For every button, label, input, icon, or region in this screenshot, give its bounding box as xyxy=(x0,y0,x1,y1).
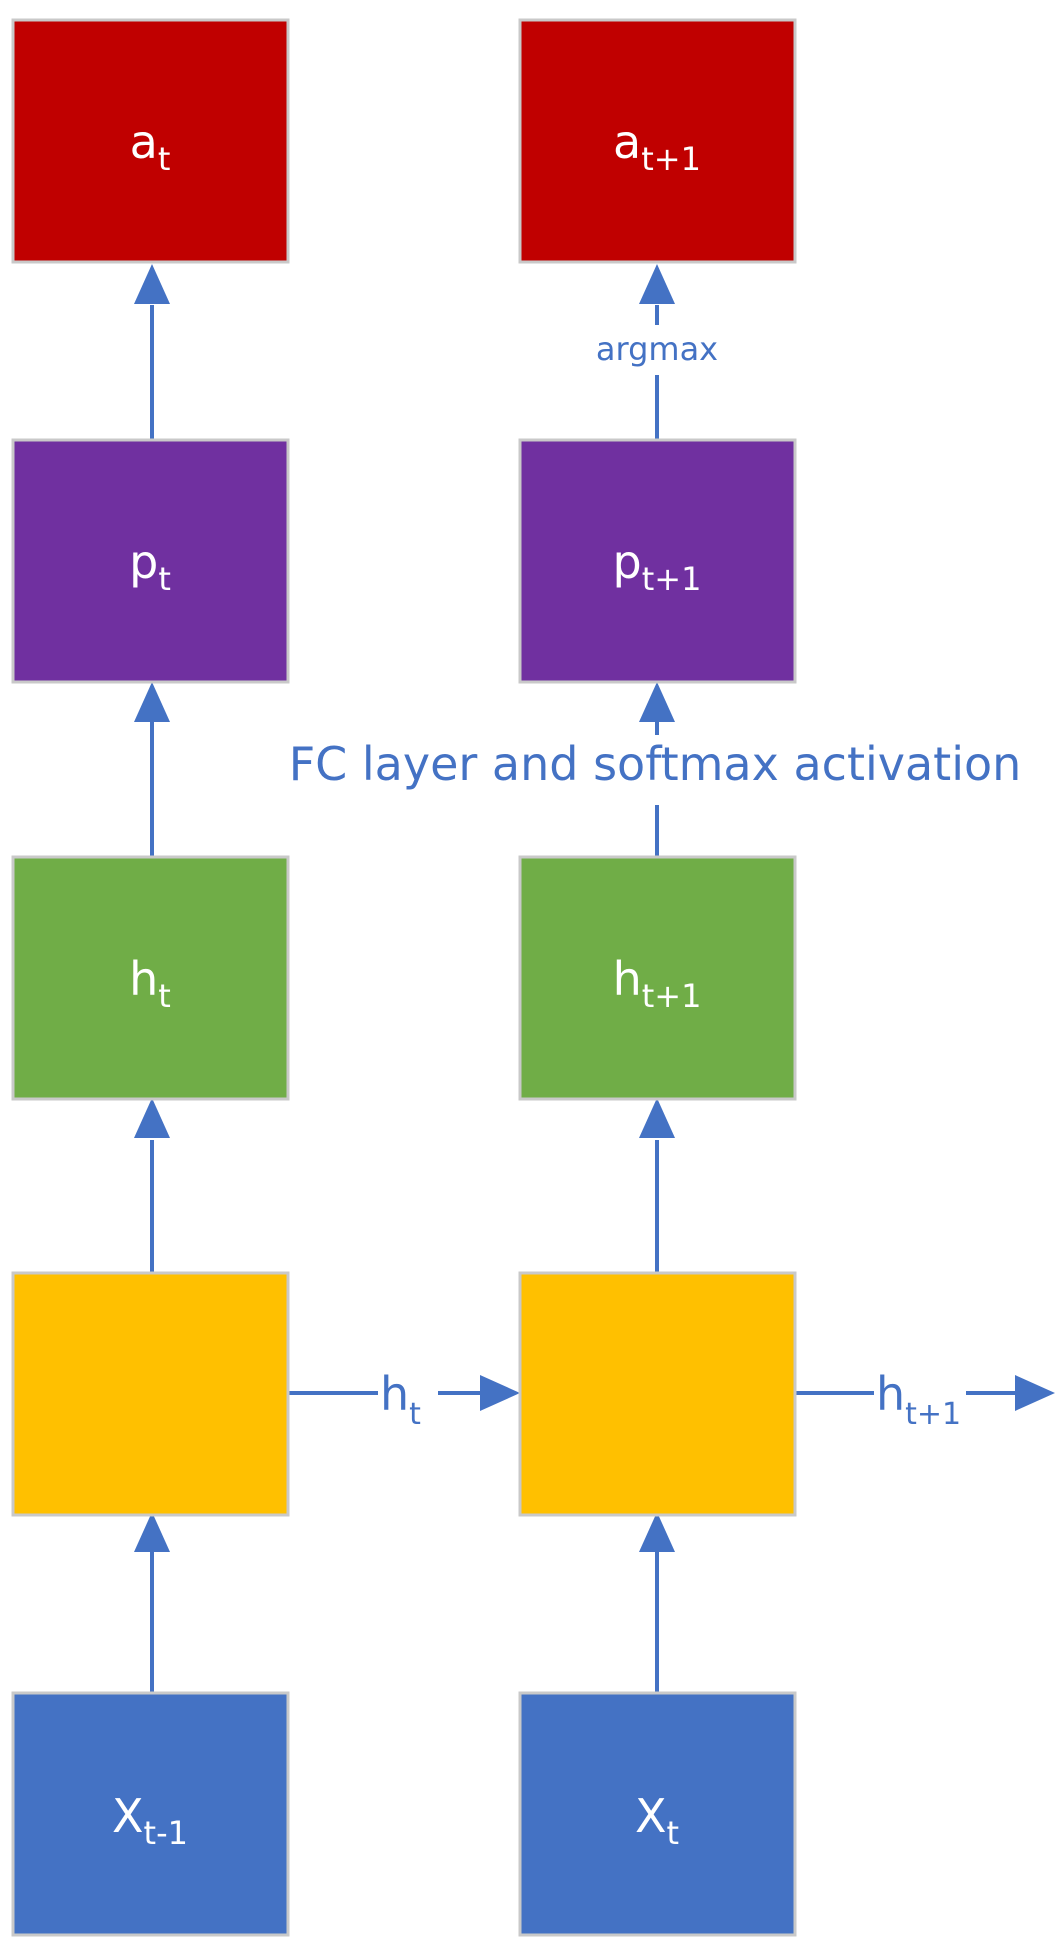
arrow-cell-to-hidden-left xyxy=(134,1098,170,1273)
argmax-label: argmax xyxy=(596,330,718,368)
node-a-t-plus-1: at+1 xyxy=(518,18,797,264)
node-cell-right xyxy=(518,1271,797,1517)
svg-text:at: at xyxy=(130,115,171,178)
node-x-t-minus-1: Xt-1 xyxy=(11,1691,290,1937)
svg-text:pt+1: pt+1 xyxy=(613,535,702,598)
svg-text:ht: ht xyxy=(129,952,171,1015)
node-cell-left xyxy=(11,1271,290,1517)
svg-text:Xt: Xt xyxy=(635,1789,679,1852)
hidden-state-label-1: ht xyxy=(380,1367,421,1432)
arrow-hidden-to-prob-left xyxy=(134,682,170,857)
arrow-input-to-cell-right xyxy=(639,1512,675,1700)
node-x-t: Xt xyxy=(518,1691,797,1937)
arrow-input-to-cell-left xyxy=(134,1512,170,1700)
fc-softmax-label: FC layer and softmax activation xyxy=(289,737,1022,791)
hidden-state-label-2: ht+1 xyxy=(876,1367,961,1432)
arrow-prob-to-output-left xyxy=(134,264,170,440)
svg-text:pt: pt xyxy=(129,535,171,598)
svg-text:ht+1: ht+1 xyxy=(613,952,702,1015)
svg-text:Xt-1: Xt-1 xyxy=(112,1789,188,1852)
node-p-t-plus-1: pt+1 xyxy=(518,438,797,684)
node-p-t: pt xyxy=(11,438,290,684)
arrow-cell-to-hidden-right xyxy=(639,1098,675,1273)
node-h-t: ht xyxy=(11,855,290,1101)
node-h-t-plus-1: ht+1 xyxy=(518,855,797,1101)
svg-text:at+1: at+1 xyxy=(613,115,701,178)
node-a-t: at xyxy=(11,18,290,264)
